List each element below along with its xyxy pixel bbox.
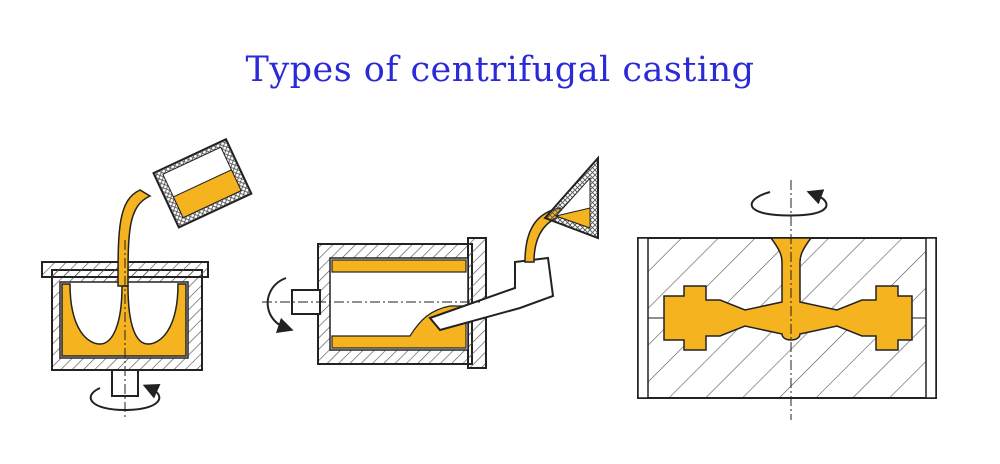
rotation-arrow-icon [89,383,161,412]
mold-side-right [925,237,937,399]
drive-shaft [291,289,321,315]
pouring-stream [117,189,152,287]
ladle [543,155,599,240]
metal-layer-top [331,259,467,273]
page-title: Types of centrifugal casting [245,50,755,90]
casting-metal [663,237,913,351]
mold-side-left [637,237,649,399]
figure-horizontal-centrifugal [262,155,599,369]
ladle [152,137,253,229]
pouring-spout [428,256,555,332]
rotation-arrow-icon [750,189,828,217]
figure-centrifuging [637,180,937,420]
rotation-arrow-icon [266,277,294,334]
figure-vertical-centrifugal [41,137,253,420]
